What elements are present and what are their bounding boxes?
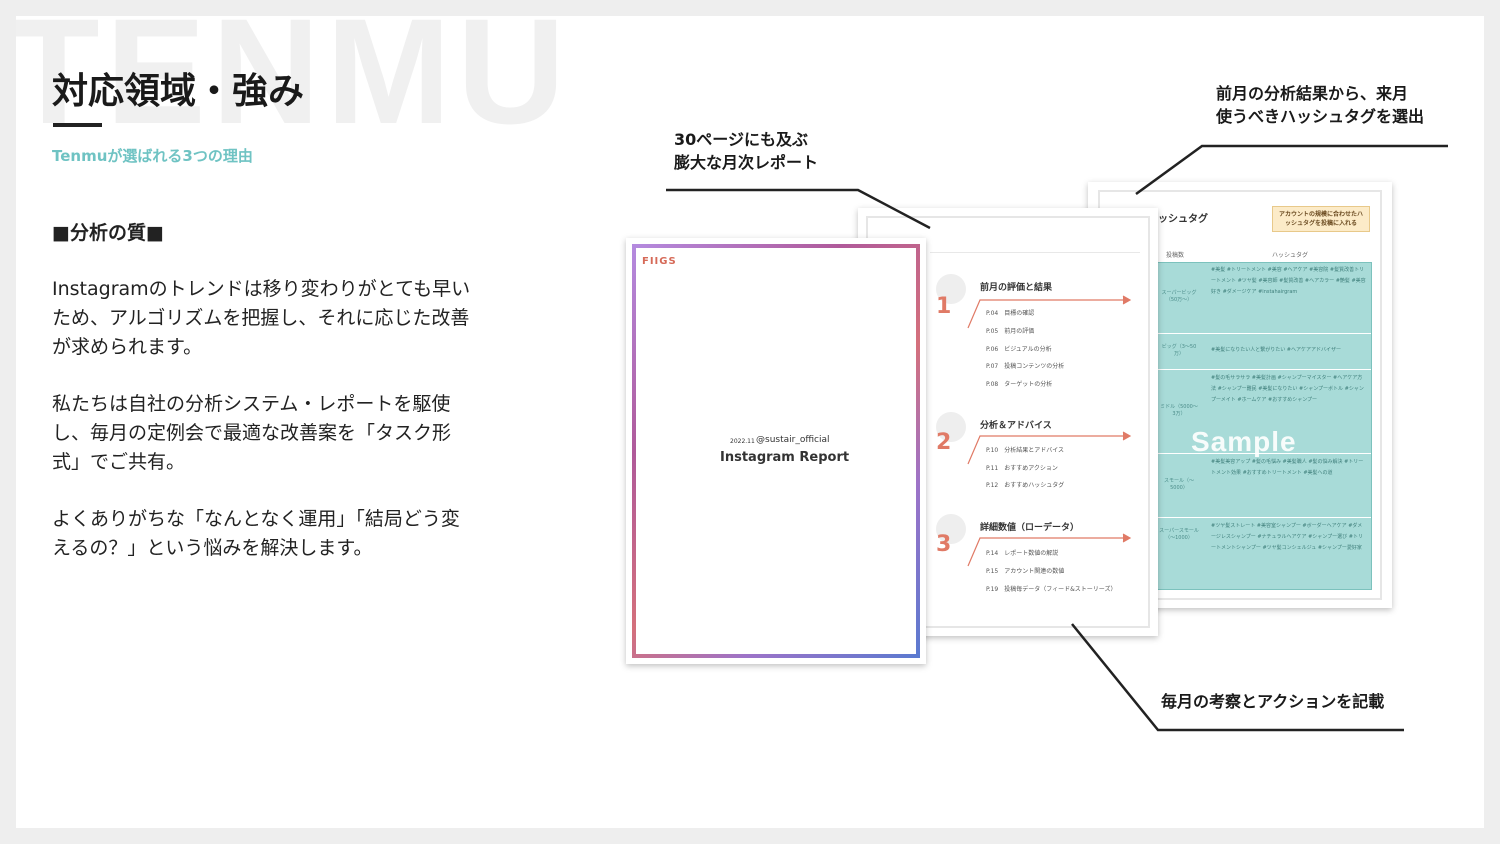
table-row: ビッグ（3〜50万） #美髪になりたい人と繋がりたい #ヘアケアアドバイザー (1157, 333, 1371, 370)
contents-item: P.10 分析結果とアドバイス (986, 447, 1065, 454)
contents-section-title: 分析＆アドバイス (980, 421, 1052, 431)
table-row: スーパービッグ（50万〜） #美髪 #トリートメント #美容 #ヘアケア #美容… (1157, 263, 1371, 334)
contents-item: P.07 投稿コンテンツの分析 (986, 363, 1065, 370)
body-paragraph-2: 私たちは自社の分析システム・レポートを駆使し、毎月の定例会で最適な改善案を「タス… (52, 393, 452, 473)
contents-item: P.12 おすすめハッシュタグ (986, 482, 1065, 489)
slide: TENMU 対応領域・強み Tenmuが選ばれる3つの理由 ■分析の質■ Ins… (16, 16, 1484, 828)
hashtag-table-header: 投稿数 ハッシュタグ (1156, 248, 1372, 260)
hashtag-page-title: ハッシュタグ (1148, 214, 1208, 225)
contents-page-divider (930, 252, 1140, 253)
section-number: 3 (936, 532, 952, 557)
contents-item: P.14 レポート数値の解説 (986, 550, 1059, 557)
hashtag-row-label: ビッグ（3〜50万） (1161, 344, 1197, 357)
contents-item: P.19 投稿毎データ（フィード&ストーリーズ） (986, 586, 1117, 593)
report-title: Instagram Report (720, 450, 850, 465)
hashtag-row-tags: #美髪 #トリートメント #美容 #ヘアケア #美容院 #髪質改善トリートメント… (1211, 267, 1366, 295)
hashtag-row-label: スモール（〜5000） (1163, 478, 1194, 491)
contents-item: P.15 アカウント関連の数値 (986, 568, 1065, 575)
hashtag-col-count: 投稿数 (1166, 252, 1185, 259)
callout-monthly-report: 30ページにも及ぶ 膨大な月次レポート (674, 128, 818, 174)
table-row: ミドル（5000〜3万） #髪の毛サラサラ #美髪計画 #シャンプーマイスター … (1157, 369, 1371, 454)
contents-item: P.08 ターゲットの分析 (986, 381, 1053, 388)
contents-arrows (967, 295, 1132, 567)
sample-watermark: Sample (1191, 426, 1297, 457)
page-title: 対応領域・強み (52, 71, 305, 112)
hashtag-row-tags: #美髪美容アップ #髪の毛悩み #美髪職人 #髪の悩み解決 #トリートメント効果… (1211, 459, 1364, 476)
hashtag-row-label: スーパービッグ（50万〜） (1161, 290, 1197, 303)
hashtag-row-tags: #美髪になりたい人と繋がりたい #ヘアケアアドバイザー (1211, 347, 1341, 353)
callout-hashtag: 前月の分析結果から、来月 使うべきハッシュタグを選出 (1216, 82, 1424, 128)
callout-text: 前月の分析結果から、来月 (1216, 84, 1409, 103)
account-handle: @sustair_official (756, 435, 830, 445)
section-circle (936, 412, 966, 442)
section-circle (936, 274, 966, 304)
cover-page-thumbnail: FIIGS 2022.11 @sustair_official Instagra… (626, 238, 926, 664)
callout-action: 毎月の考察とアクションを記載 (1161, 692, 1385, 711)
callout-lines (666, 144, 1448, 732)
title-underline (53, 123, 102, 127)
contents-item: P.11 おすすめアクション (986, 465, 1058, 472)
section-number: 2 (936, 430, 952, 455)
contents-section-title: 詳細数値（ローデータ） (980, 523, 1080, 533)
cover-gradient-frame: FIIGS 2022.11 @sustair_official Instagra… (632, 244, 920, 658)
report-date: 2022.11 (730, 438, 755, 445)
hashtag-row-label: スーパースモール（〜1000） (1159, 528, 1199, 541)
contents-item: P.04 目標の確認 (986, 310, 1035, 317)
contents-section-title: 前月の評価と結果 (980, 283, 1053, 293)
body-paragraph-3: よくありがちな「なんとなく運用」「結局どう変えるの？」という悩みを解決します。 (52, 508, 460, 559)
hashtag-page-note: アカウントの規模に合わせたハッシュタグを投稿に入れる (1272, 206, 1370, 232)
contents-item: P.05 前月の評価 (986, 328, 1035, 335)
cover-page-body: FIIGS 2022.11 @sustair_official Instagra… (636, 248, 916, 654)
page-subtitle: Tenmuが選ばれる3つの理由 (52, 147, 253, 165)
hashtag-row-tags: #髪の毛サラサラ #美髪計画 #シャンプーマイスター #ヘアケア方法 #シャンプ… (1211, 375, 1364, 403)
callout-text: 30ページにも及ぶ (674, 130, 808, 149)
callout-text: 使うべきハッシュタグを選出 (1216, 107, 1425, 126)
callout-text: 膨大な月次レポート (674, 153, 819, 172)
hashtag-col-tags: ハッシュタグ (1272, 252, 1309, 259)
brand-logo: FIIGS (642, 256, 677, 267)
hashtag-table: スーパービッグ（50万〜） #美髪 #トリートメント #美容 #ヘアケア #美容… (1156, 262, 1372, 590)
section-number: 1 (936, 294, 952, 319)
hashtag-row-label: ミドル（5000〜3万） (1160, 404, 1198, 417)
body-paragraph-1: Instagramのトレンドは移り変わりがとても早いため、アルゴリズムを把握し、… (52, 278, 471, 358)
watermark: TENMU (16, 16, 572, 155)
section-heading: ■分析の質■ (52, 222, 164, 244)
table-row: スーパースモール（〜1000） #ツヤ髪ストレート #美容室シャンプー #ボーダ… (1157, 517, 1371, 601)
contents-item: P.06 ビジュアルの分析 (986, 346, 1052, 353)
hashtag-row-tags: #ツヤ髪ストレート #美容室シャンプー #ボーダーヘアケア #ダメージレスシャン… (1211, 523, 1363, 551)
table-row: スモール（〜5000） #美髪美容アップ #髪の毛悩み #美髪職人 #髪の悩み解… (1157, 453, 1371, 518)
section-circle (936, 514, 966, 544)
